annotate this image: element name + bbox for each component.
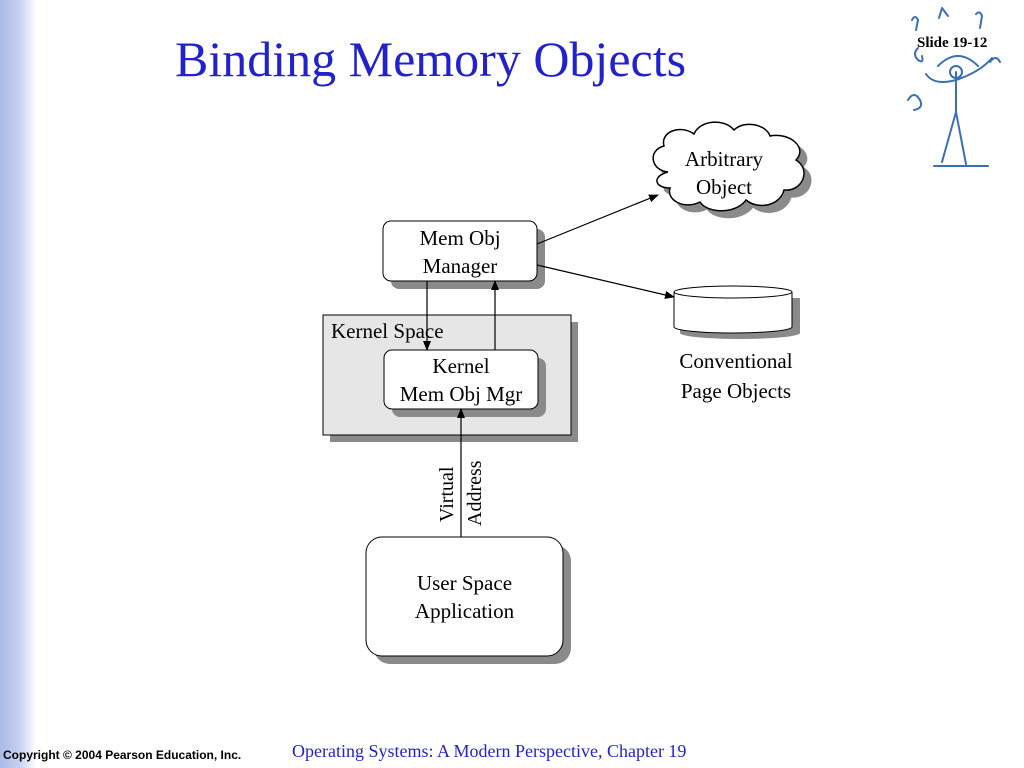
music-figure-logo bbox=[907, 7, 1001, 167]
mem-obj-manager-box bbox=[382, 220, 545, 289]
left-gradient-bar bbox=[0, 0, 36, 768]
arbitrary-object-label: Arbitrary Object bbox=[684, 147, 764, 199]
kernel-mem-obj-mgr-box bbox=[383, 349, 546, 417]
user-space-application-label: User Space Application bbox=[414, 571, 515, 623]
virtual-address-label-line1: Virtual bbox=[436, 466, 458, 522]
arbitrary-object-cloud bbox=[652, 121, 812, 219]
conventional-page-objects-label: Conventional Page Objects bbox=[679, 349, 793, 403]
copyright-text: Copyright © 2004 Pearson Education, Inc. bbox=[3, 748, 242, 762]
slide-title: Binding Memory Objects bbox=[175, 31, 687, 87]
user-space-application-box bbox=[365, 536, 571, 664]
mem-obj-manager-label: Mem Obj Manager bbox=[419, 226, 501, 278]
kernel-space-label: Kernel Space bbox=[331, 319, 444, 343]
virtual-address-label-line2: Address bbox=[464, 460, 486, 526]
kernel-mem-obj-mgr-label: Kernel Mem Obj Mgr bbox=[399, 354, 523, 406]
slide-number: Slide 19-12 bbox=[917, 35, 988, 51]
conventional-page-objects-cylinder bbox=[673, 285, 800, 339]
arrow-manager-to-arbitrary bbox=[536, 194, 659, 245]
arrow-manager-to-conventional bbox=[536, 264, 675, 299]
course-footer: Operating Systems: A Modern Perspective,… bbox=[292, 741, 687, 761]
